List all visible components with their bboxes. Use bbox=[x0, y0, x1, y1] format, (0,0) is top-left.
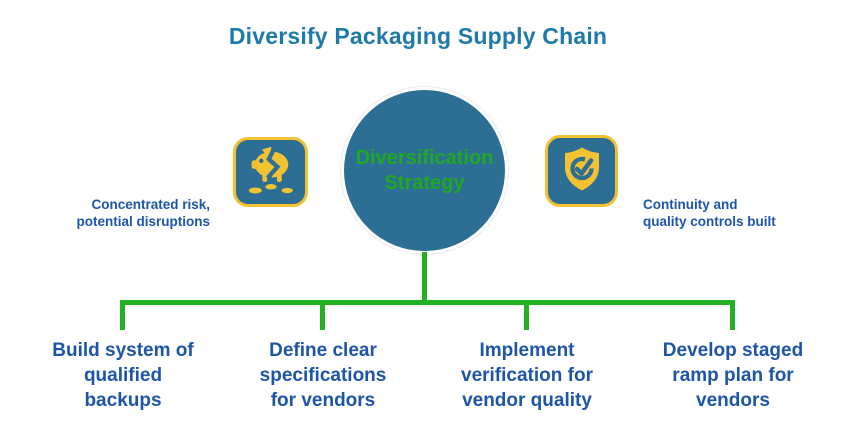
left-note: Concentrated risk, potential disruptions bbox=[76, 197, 211, 229]
branch-label-1: Build system of qualified backups bbox=[52, 340, 194, 411]
quality-icon-tile bbox=[545, 135, 618, 207]
branch-label-3: Implement verification for vendor qualit… bbox=[461, 340, 593, 411]
center-node-label: Diversification Strategy bbox=[355, 146, 494, 194]
branch-label-4: Develop staged ramp plan for vendors bbox=[662, 340, 804, 411]
page-title: Diversify Packaging Supply Chain bbox=[228, 23, 608, 49]
connector-stem bbox=[422, 252, 427, 305]
connector-drop-1 bbox=[120, 300, 125, 330]
broken-piggy-bank-icon bbox=[242, 143, 300, 202]
connector-drop-2 bbox=[320, 300, 325, 330]
connector-bar bbox=[120, 300, 735, 305]
connector-drop-3 bbox=[524, 300, 529, 330]
connector-drop-4 bbox=[730, 300, 735, 330]
center-node: Diversification Strategy bbox=[341, 87, 508, 254]
right-note: Continuity and quality controls built bbox=[643, 197, 776, 229]
shield-check-icon bbox=[557, 140, 607, 203]
branch-label-2: Define clear specifications for vendors bbox=[259, 340, 387, 411]
risk-icon-tile bbox=[233, 137, 308, 207]
